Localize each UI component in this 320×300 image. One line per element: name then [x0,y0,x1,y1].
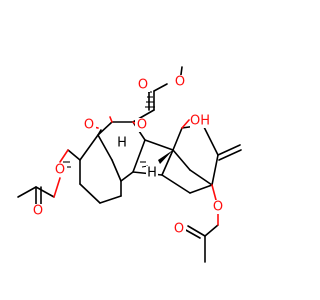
bond-oxygen [109,116,113,123]
atom-h-stereo-top: H [117,136,127,151]
atom-o-lactone-carbonyl: O [84,118,94,133]
bond [97,121,113,136]
atom-o-acetyl-right-carbonyl: O [174,222,184,237]
oxygen-bonds [53,116,219,226]
bond [120,171,134,182]
bond-oxygen [53,177,61,198]
bond [172,127,183,151]
atom-labels: O O OH O O O O O O H H [31,75,225,237]
bond [161,174,191,194]
atom-o-acetyl-left-carbonyl: O [33,204,43,219]
bond [187,225,206,237]
atom-o-bridge: O [137,118,147,133]
atom-o-ester-carbonyl: O [138,78,148,93]
bond [217,144,241,156]
bond [67,149,81,161]
bond [161,149,174,176]
carbon-skeleton [17,66,242,263]
stereo-bonds [62,91,173,168]
bond [99,195,122,204]
wedge-bond [158,150,173,164]
bond [97,134,113,161]
atom-hydroxyl: OH [190,114,210,129]
atom-o-acetoxy-right: O [213,200,223,215]
atom-o-acetoxy-left: O [55,163,65,178]
bond [153,83,168,92]
bond [144,139,174,151]
bond-oxygen [181,119,190,129]
bond [172,149,191,171]
bond [218,149,242,161]
bond [79,183,101,204]
bond [111,159,122,182]
bond [204,224,219,237]
bond [189,184,213,194]
bond [17,186,37,198]
bond [211,154,219,186]
bond [132,139,146,173]
atom-o-ester-single: O [175,75,185,90]
bond-oxygen [211,184,217,201]
bond [35,186,55,198]
atom-h-stereo-bottom: H [147,166,157,181]
bond [97,129,102,136]
bond [79,134,99,161]
molecule-structure-diagram: O O OH O O O O O O H H [17,66,242,263]
bond [202,124,219,156]
bond [189,169,213,186]
bond [183,228,201,239]
bond-oxygen [59,149,69,163]
